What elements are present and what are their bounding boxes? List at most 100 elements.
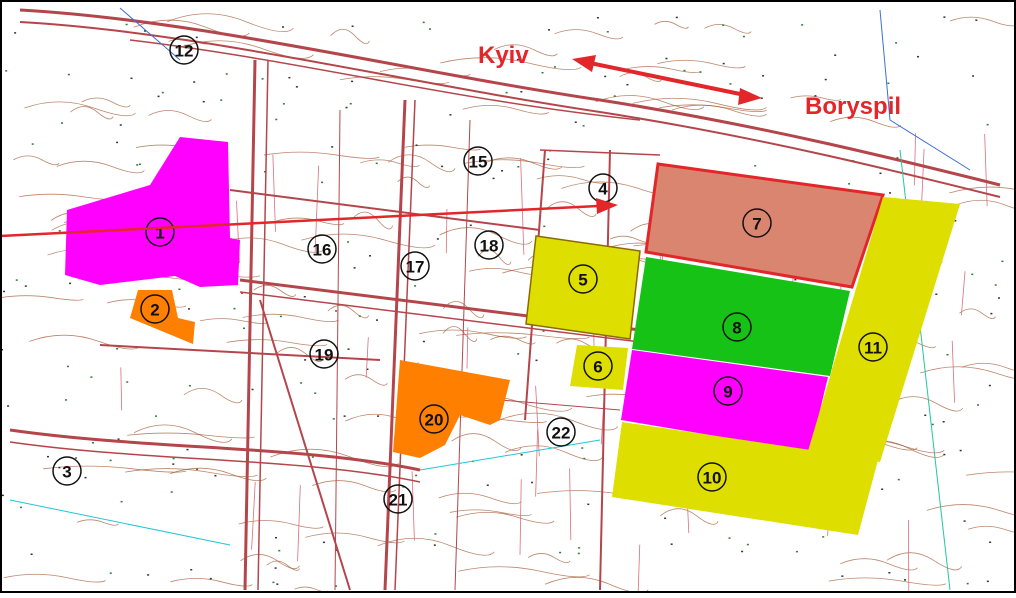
terrain-dot: [723, 63, 725, 65]
terrain-dot: [683, 70, 685, 72]
terrain-dot: [542, 72, 544, 74]
terrain-dot: [947, 354, 949, 356]
terrain-dot: [583, 458, 585, 460]
terrain-dot: [351, 81, 353, 83]
terrain-dot: [964, 520, 966, 522]
terrain-dot: [614, 95, 616, 97]
terrain-dot: [155, 415, 157, 417]
terrain-dot: [121, 501, 123, 503]
terrain-dot: [587, 504, 589, 506]
terrain-dot: [61, 122, 63, 124]
terrain-dot: [147, 574, 149, 576]
plot-1-label-text: 1: [155, 224, 164, 243]
terrain-dot: [879, 173, 881, 175]
terrain-dot: [904, 579, 906, 581]
plot-10-label-text: 10: [703, 469, 722, 488]
terrain-dot: [888, 572, 890, 574]
terrain-dot: [889, 192, 891, 194]
terrain-dot: [822, 536, 824, 538]
terrain-dot: [754, 165, 756, 167]
plot-16-label-text: 16: [313, 241, 332, 260]
terrain-dot: [116, 348, 118, 350]
terrain-dot: [429, 28, 431, 30]
terrain-dot: [990, 313, 992, 315]
terrain-dot: [252, 389, 254, 391]
terrain-dot: [172, 463, 174, 465]
terrain-dot: [369, 255, 371, 257]
terrain-dot: [977, 404, 979, 406]
terrain-dot: [282, 26, 284, 28]
terrain-dot: [75, 457, 77, 459]
terrain-dot: [441, 166, 443, 168]
terrain-dot: [581, 447, 583, 449]
terrain-dot: [943, 421, 945, 423]
terrain-dot: [69, 283, 71, 285]
terrain-dot: [943, 454, 945, 456]
terrain-dot: [547, 159, 549, 161]
terrain-dot: [987, 581, 989, 583]
terrain-dot: [989, 385, 991, 387]
terrain-dot: [578, 547, 580, 549]
terrain-dot: [243, 328, 245, 330]
terrain-dot: [193, 81, 195, 83]
terrain-dot: [116, 142, 118, 144]
plot-7-label-text: 7: [752, 215, 761, 234]
terrain-dot: [272, 582, 274, 584]
plot-4-label-text: 4: [598, 180, 608, 199]
terrain-dot: [989, 542, 991, 544]
terrain-dot: [288, 77, 290, 79]
terrain-dot: [521, 454, 523, 456]
terrain-dot: [794, 279, 796, 281]
plot-18-label-text: 18: [480, 237, 499, 256]
terrain-dot: [575, 122, 577, 124]
terrain-dot: [68, 74, 70, 76]
terrain-dot: [506, 92, 508, 94]
terrain-dot: [210, 578, 212, 580]
terrain-dot: [131, 78, 133, 80]
terrain-dot: [348, 348, 350, 350]
terrain-dot: [664, 518, 666, 520]
terrain-dot: [162, 92, 164, 94]
terrain-dot: [699, 71, 701, 73]
terrain-dot: [2, 495, 4, 497]
direction-boryspil-label: Boryspil: [805, 93, 901, 120]
terrain-dot: [1001, 261, 1003, 263]
terrain-dot: [314, 392, 316, 394]
plot-22-label-text: 22: [552, 424, 571, 443]
plot-8-label-text: 8: [732, 319, 741, 338]
terrain-dot: [3, 291, 5, 293]
terrain-dot: [344, 415, 346, 417]
terrain-dot: [729, 537, 731, 539]
plot-12-label-text: 12: [175, 42, 194, 61]
terrain-dot: [597, 17, 599, 19]
terrain-dot: [917, 56, 919, 58]
terrain-dot: [234, 308, 236, 310]
terrain-dot: [92, 442, 94, 444]
terrain-dot: [300, 382, 302, 384]
terrain-dot: [517, 353, 519, 355]
terrain-dot: [935, 293, 937, 295]
terrain-dot: [196, 37, 198, 39]
plot-6-label-text: 6: [593, 358, 602, 377]
terrain-dot: [333, 418, 335, 420]
terrain-dot: [171, 491, 173, 493]
terrain-dot: [16, 279, 18, 281]
terrain-dot: [898, 479, 900, 481]
terrain-dot: [346, 107, 348, 109]
terrain-dot: [895, 42, 897, 44]
terrain-dot: [220, 99, 222, 101]
plot-21-label-text: 21: [389, 491, 408, 510]
terrain-dot: [136, 164, 138, 166]
terrain-dot: [722, 24, 724, 26]
terrain-dot: [501, 170, 503, 172]
terrain-dot: [126, 24, 128, 26]
terrain-dot: [7, 405, 9, 407]
terrain-dot: [998, 297, 1000, 299]
plot-17-label-text: 17: [406, 258, 425, 277]
terrain-dot: [331, 146, 333, 148]
terrain-dot: [960, 450, 962, 452]
terrain-dot: [517, 166, 519, 168]
terrain-dot: [449, 114, 451, 116]
plot-5-label-text: 5: [578, 271, 587, 290]
